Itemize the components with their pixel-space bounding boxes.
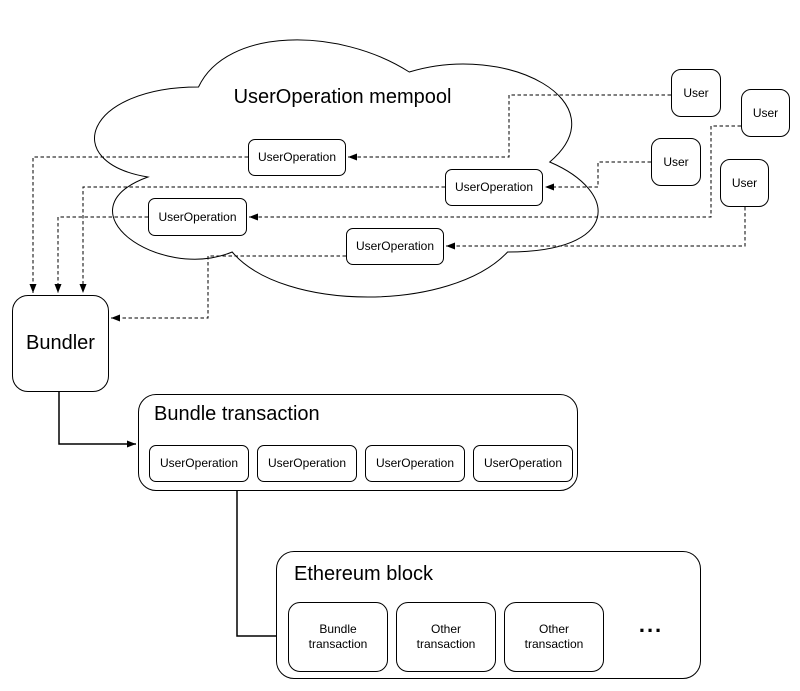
mempool-userop-node-1: UserOperation xyxy=(248,139,346,176)
bundle-userop-node-4: UserOperation xyxy=(473,445,573,482)
bundle-userop-node-3: UserOperation xyxy=(365,445,465,482)
edge-bundler-to-bundle-transaction xyxy=(58,392,136,448)
eth-tx-node-other-2: Other transaction xyxy=(504,602,604,672)
user-node-1: User xyxy=(671,69,721,117)
edge-userop3-to-bundler xyxy=(54,216,148,293)
ethereum-block-title: Ethereum block xyxy=(294,563,433,585)
eth-tx-node-other-1: Other transaction xyxy=(396,602,496,672)
edge-user1-to-userop1 xyxy=(348,94,671,161)
bundle-transaction-container: Bundle transaction UserOperation UserOpe… xyxy=(138,394,578,491)
edge-bundle-transaction-to-ethereum-block xyxy=(236,491,285,640)
user-node-2: User xyxy=(741,89,790,137)
bundle-transaction-title: Bundle transaction xyxy=(154,403,320,425)
edge-user2-to-userop3 xyxy=(249,125,741,221)
mempool-userop-node-2: UserOperation xyxy=(445,169,543,206)
edge-userop4-to-bundler xyxy=(111,255,346,322)
ethereum-block-container: Ethereum block Bundle transaction Other … xyxy=(276,551,701,679)
mempool-title: UserOperation mempool xyxy=(233,86,452,108)
mempool-userop-node-4: UserOperation xyxy=(346,228,444,265)
mempool-userop-node-3: UserOperation xyxy=(148,198,247,236)
user-node-4: User xyxy=(720,159,769,207)
more-transactions-ellipsis: ... xyxy=(638,612,664,637)
user-node-3: User xyxy=(651,138,701,186)
edge-user4-to-userop4 xyxy=(446,207,746,250)
edge-userop2-to-bundler xyxy=(79,186,445,293)
bundle-userop-node-1: UserOperation xyxy=(149,445,249,482)
bundle-userop-node-2: UserOperation xyxy=(257,445,357,482)
eth-tx-node-bundle: Bundle transaction xyxy=(288,602,388,672)
edge-user3-to-userop2 xyxy=(545,161,651,191)
bundler-node: Bundler xyxy=(12,295,109,392)
